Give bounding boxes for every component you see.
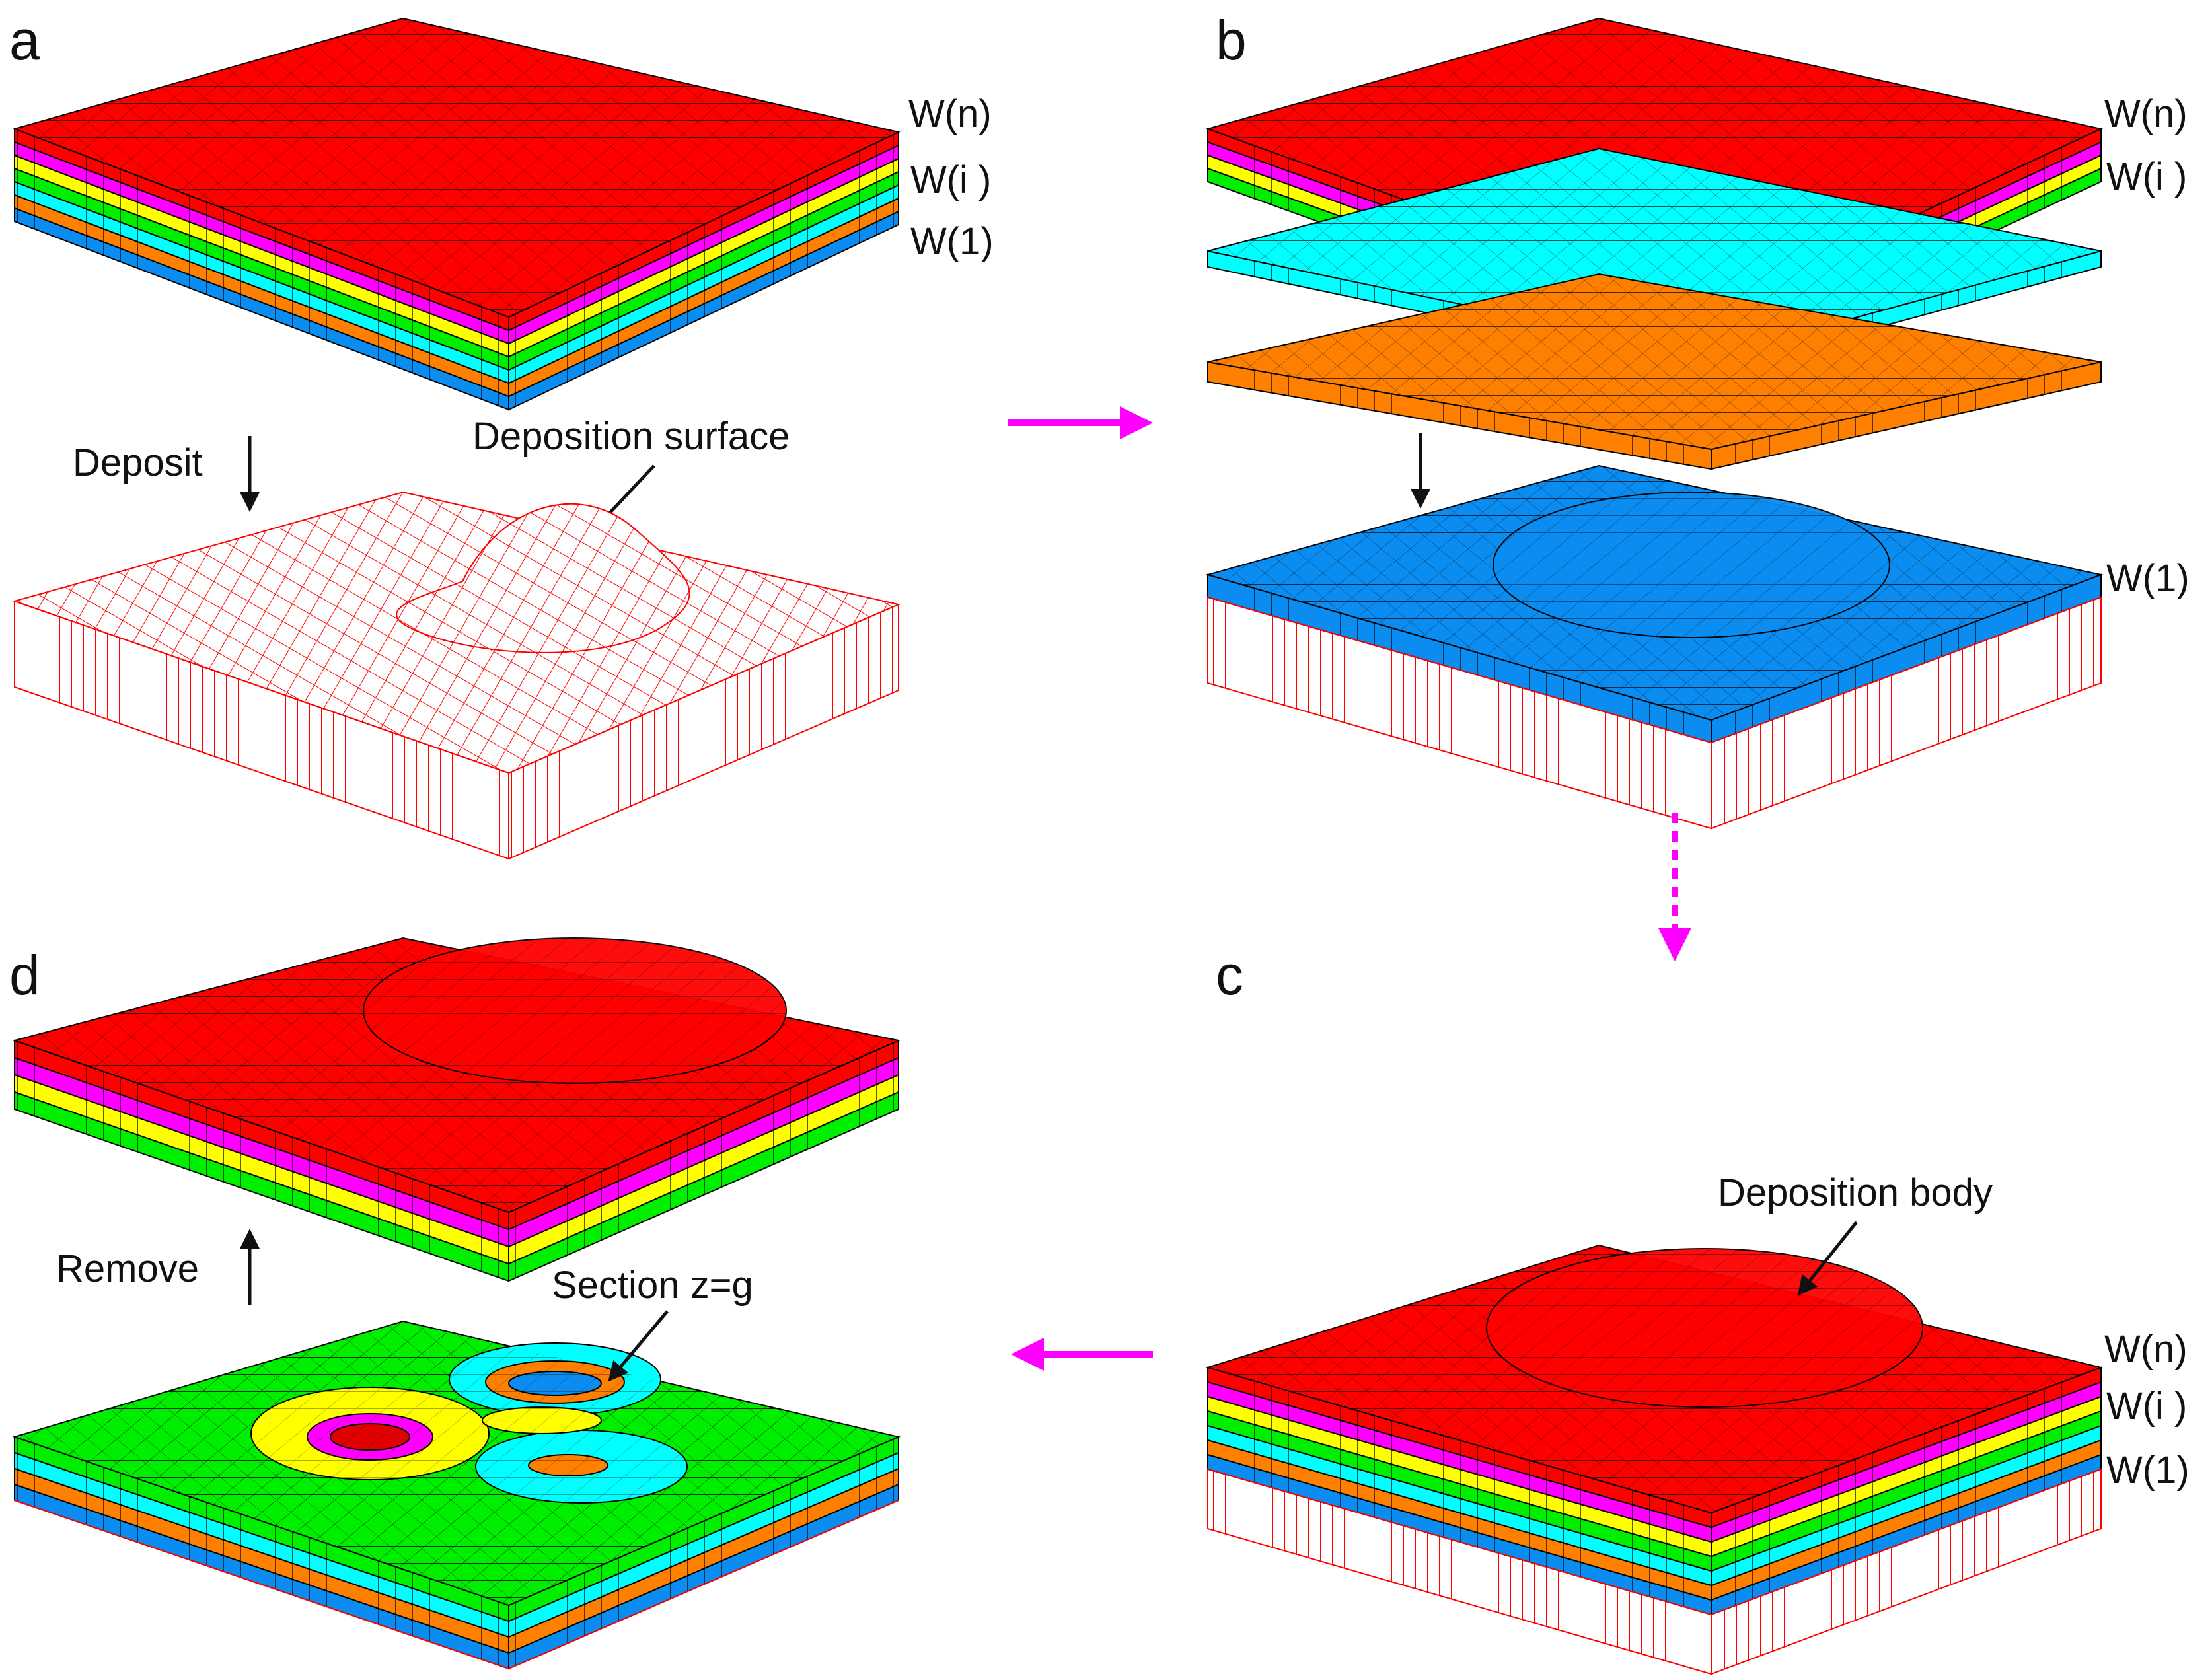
w-label-top-a: W(n): [908, 92, 992, 135]
panel-letter-a: a: [9, 9, 40, 71]
deposit-label: Deposit: [73, 441, 203, 484]
layer-4: [14, 167, 899, 371]
layer-1: [14, 207, 899, 411]
layer-1: [14, 1483, 899, 1670]
layer-3: [14, 1056, 899, 1248]
layer-stack-c: [1205, 1244, 2104, 1616]
w-label-top-b: W(n): [2104, 92, 2188, 135]
red-mound: [1486, 1248, 1923, 1408]
layer-7: [12, 17, 901, 332]
layer-stack-a: [12, 17, 901, 411]
basement-b: [1207, 596, 2102, 830]
layer-5: [1207, 1395, 2102, 1558]
red-mound-d: [363, 937, 787, 1084]
section-arrow: [608, 1310, 669, 1382]
layer-3: [14, 1451, 899, 1638]
basement-c: [1207, 1468, 2102, 1675]
panel-letter-d: d: [9, 944, 40, 1006]
deposition-body-arrow: [1797, 1221, 1858, 1296]
layer-2: [1207, 1439, 2102, 1601]
w-label-bot-a: W(1): [910, 220, 994, 263]
layer-3: [14, 180, 899, 384]
w-label-mid-c: W(i ): [2106, 1385, 2187, 1428]
deposition-surface-mesh: [12, 491, 901, 774]
panel-letter-b: b: [1216, 9, 1247, 71]
layer-1: [1207, 1453, 2102, 1616]
layer-2: [14, 1467, 899, 1654]
basement-d: [14, 1499, 899, 1670]
layer-1: [14, 1091, 899, 1282]
section-patches: [15, 1321, 899, 1605]
layer-4: [1207, 1410, 2102, 1572]
deposition-surface-label: Deposition surface: [472, 415, 790, 458]
layer-5: [14, 154, 899, 358]
floating-orange-layer: [1207, 273, 2102, 470]
w-label-top-c: W(n): [2104, 1328, 2188, 1371]
layer-6: [14, 141, 899, 345]
basement-a: [14, 600, 899, 860]
panel-a: aW(n) W(i ) W(1) Deposit Deposition surface: [9, 9, 994, 860]
w-label-bot-c: W(1): [2106, 1449, 2190, 1492]
remove-label: Remove: [56, 1247, 199, 1290]
w-label-mid-a: W(i ): [910, 159, 991, 201]
blue-mound: [1493, 492, 1890, 638]
w-label-bot-b: W(1): [2106, 557, 2190, 600]
layer-2: [14, 194, 899, 398]
section-label: Section z=g: [552, 1264, 753, 1307]
layer-6: [1207, 1381, 2102, 1543]
deposition-body-label: Deposition body: [1718, 1171, 1993, 1214]
panel-b: bW(n) W(i ) W(1): [1205, 9, 2190, 830]
w-label-mid-b: W(i ): [2106, 155, 2187, 198]
panel-letter-c: c: [1216, 944, 1243, 1006]
flow-arrows: [1008, 406, 1691, 1371]
layer-2: [14, 1074, 899, 1265]
